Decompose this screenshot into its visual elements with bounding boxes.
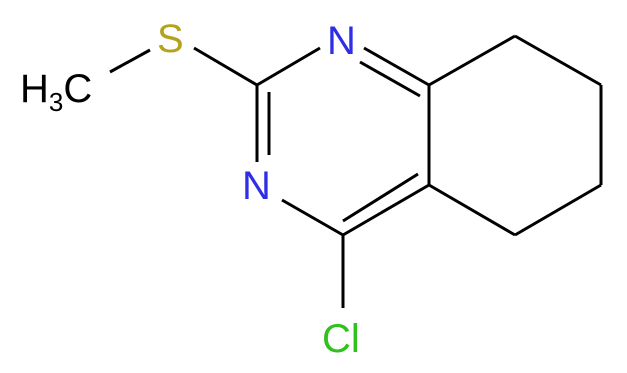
bond-s-c2 — [193, 46, 258, 87]
bond-c6-c5 — [514, 183, 602, 237]
bond-c8-c7 — [514, 34, 602, 87]
bond-c4-n3 — [281, 198, 344, 237]
chlorine-label: Cl — [322, 317, 360, 361]
bond-c2-n1 — [256, 46, 321, 87]
bond-c4a-c4-b — [342, 172, 419, 223]
nitrogen-1-label: N — [327, 19, 356, 63]
methyl-label: H3C — [20, 67, 92, 117]
bond-c8a-c8 — [428, 34, 516, 87]
bond-lines — [109, 34, 603, 308]
bond-c4a-c4-a — [342, 183, 430, 237]
bond-c-s-methyl — [109, 48, 151, 74]
sulfur-label: S — [157, 17, 184, 61]
nitrogen-3-label: N — [242, 164, 271, 208]
bond-n1-c8a-b — [359, 60, 421, 98]
bond-c5-c4a — [428, 183, 516, 237]
bond-n1-c8a-a — [363, 46, 430, 87]
